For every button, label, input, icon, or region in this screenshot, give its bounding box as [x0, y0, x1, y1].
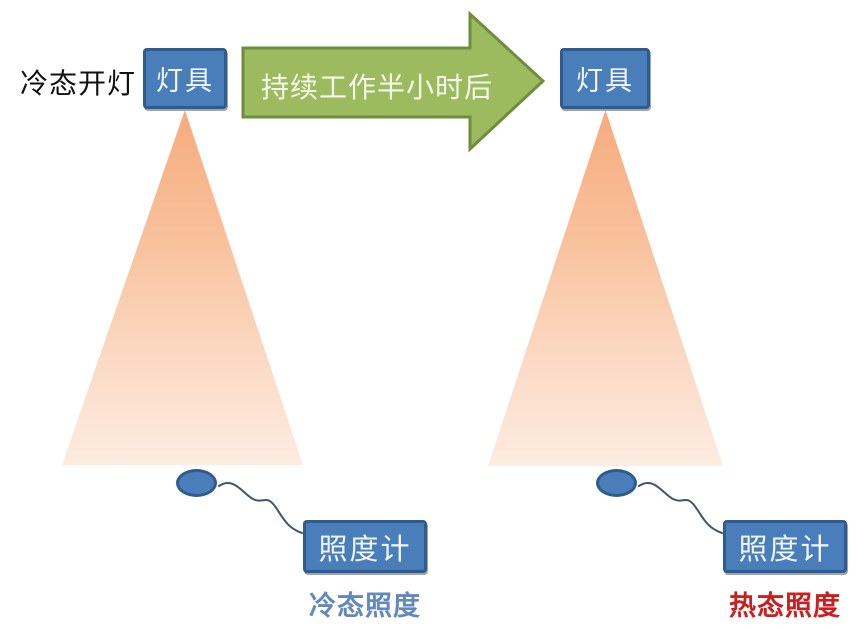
lamp-box-cold-label: 灯具 [156, 66, 214, 96]
meter-box-hot-label: 照度计 [738, 533, 832, 566]
connector-line-hot [638, 482, 723, 534]
meter-box-hot: 照度计 [723, 520, 847, 573]
light-cone-cold [62, 110, 303, 465]
light-cone-hot [488, 110, 723, 466]
meter-box-cold-label: 照度计 [318, 533, 412, 566]
connector-line-cold [218, 482, 303, 534]
hot-illuminance-caption: 热态照度 [729, 591, 841, 621]
lamp-box-hot: 灯具 [560, 48, 650, 109]
cold-illuminance-caption: 冷态照度 [309, 591, 421, 621]
meter-box-cold: 照度计 [303, 520, 427, 573]
transition-arrow-label: 持续工作半小时后 [260, 73, 493, 104]
cold-state-caption: 冷态开灯 [20, 69, 137, 100]
sensor-ellipse-cold [176, 469, 217, 497]
lamp-box-cold: 灯具 [143, 48, 227, 109]
lamp-box-hot-label: 灯具 [576, 66, 634, 96]
sensor-ellipse-hot [596, 469, 637, 497]
